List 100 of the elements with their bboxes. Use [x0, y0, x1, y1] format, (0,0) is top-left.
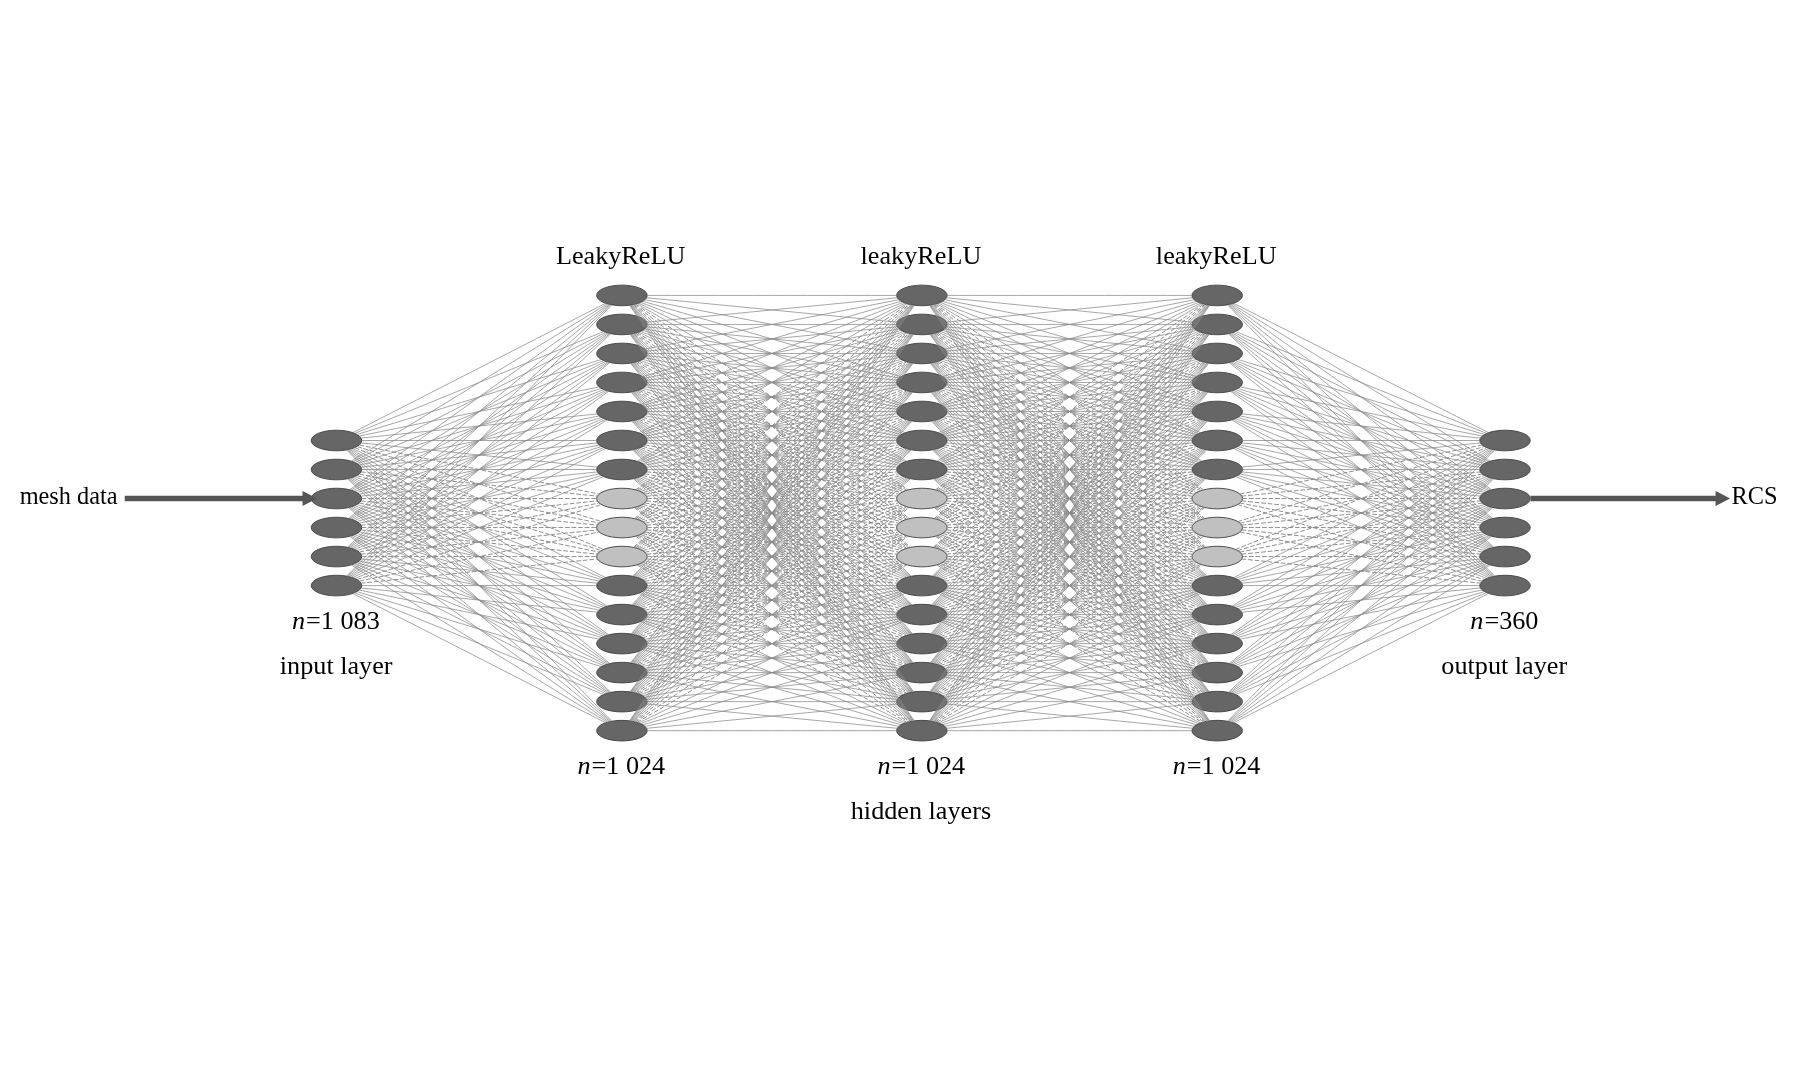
connector	[1239, 589, 1483, 640]
connector	[646, 527, 897, 528]
connector	[940, 476, 1199, 579]
connector	[356, 446, 602, 522]
connector	[359, 473, 600, 524]
connector	[351, 477, 608, 636]
connector	[946, 413, 1193, 439]
connector	[946, 442, 1193, 468]
connector	[1233, 564, 1489, 694]
connector	[938, 476, 1201, 608]
connector	[944, 473, 1195, 524]
connector	[352, 361, 606, 491]
node-ellipse	[596, 313, 648, 336]
connector	[646, 730, 897, 731]
connector	[1231, 564, 1491, 723]
label: n=1 024	[877, 750, 966, 780]
connector	[640, 360, 904, 463]
node-ellipse	[896, 690, 948, 713]
connector	[644, 560, 900, 611]
connector	[1233, 593, 1489, 723]
connector	[360, 500, 598, 526]
connector	[1231, 448, 1491, 607]
node-ellipse	[1191, 516, 1243, 539]
connector	[944, 589, 1195, 640]
connector	[946, 645, 1193, 671]
connector	[644, 386, 900, 437]
connector	[352, 332, 606, 462]
label: n=1 024	[1172, 750, 1261, 780]
connector	[1242, 585, 1480, 586]
connector	[638, 418, 906, 550]
node-ellipse	[596, 458, 648, 481]
connector	[356, 475, 602, 551]
connector	[646, 500, 898, 526]
connector	[1233, 332, 1489, 462]
connector	[1233, 419, 1489, 549]
node-ellipse	[596, 603, 648, 626]
node-ellipse	[896, 632, 948, 655]
connector	[1239, 473, 1483, 524]
connector	[946, 672, 1192, 673]
connector	[646, 703, 898, 729]
connector	[944, 502, 1195, 553]
connector	[354, 592, 604, 695]
connector	[1233, 535, 1489, 665]
connector	[642, 561, 902, 639]
connector	[646, 585, 897, 586]
connector	[1231, 535, 1491, 694]
connector	[354, 389, 604, 492]
connector	[354, 418, 604, 521]
label: leakyReLU	[1155, 241, 1277, 271]
connector	[359, 502, 600, 553]
connector	[646, 471, 898, 497]
label: n=1 024	[577, 750, 666, 780]
connector	[944, 560, 1195, 611]
connector	[351, 535, 608, 694]
connector	[1231, 506, 1491, 665]
connector	[646, 295, 897, 296]
connector	[946, 587, 1193, 613]
connector	[351, 419, 608, 578]
node-ellipse	[1191, 487, 1243, 510]
connector	[646, 529, 898, 555]
connector	[1235, 563, 1487, 666]
connector	[646, 498, 897, 499]
connector	[640, 418, 904, 521]
label: output layer	[1441, 651, 1568, 681]
connector	[644, 589, 900, 640]
connector	[1235, 418, 1487, 521]
connector	[352, 419, 606, 549]
connector	[644, 647, 900, 698]
connector	[1237, 504, 1485, 580]
connector	[352, 390, 606, 520]
node-ellipse	[1191, 661, 1243, 684]
connector	[938, 331, 1201, 463]
connector	[1239, 415, 1483, 466]
connector	[936, 390, 1203, 549]
node-ellipse	[596, 284, 648, 307]
connector	[354, 476, 604, 579]
connector	[636, 332, 908, 491]
node-ellipse	[596, 661, 648, 684]
connector	[356, 417, 602, 493]
connector	[636, 361, 908, 520]
connector	[946, 730, 1192, 731]
connector	[1237, 562, 1485, 638]
connector	[946, 355, 1193, 381]
connector	[359, 386, 600, 437]
connector	[636, 448, 908, 607]
connector	[940, 302, 1199, 405]
connector	[636, 390, 908, 549]
connector	[361, 498, 597, 499]
connector	[356, 591, 602, 667]
connector	[360, 442, 598, 468]
connector	[636, 477, 908, 636]
connector	[360, 558, 598, 584]
connector	[642, 591, 902, 668]
connector	[359, 444, 600, 495]
connector	[946, 500, 1193, 526]
connector	[1239, 531, 1483, 582]
connector	[640, 389, 904, 492]
node-ellipse	[596, 487, 648, 510]
connector	[946, 643, 1192, 644]
connector	[361, 469, 597, 470]
